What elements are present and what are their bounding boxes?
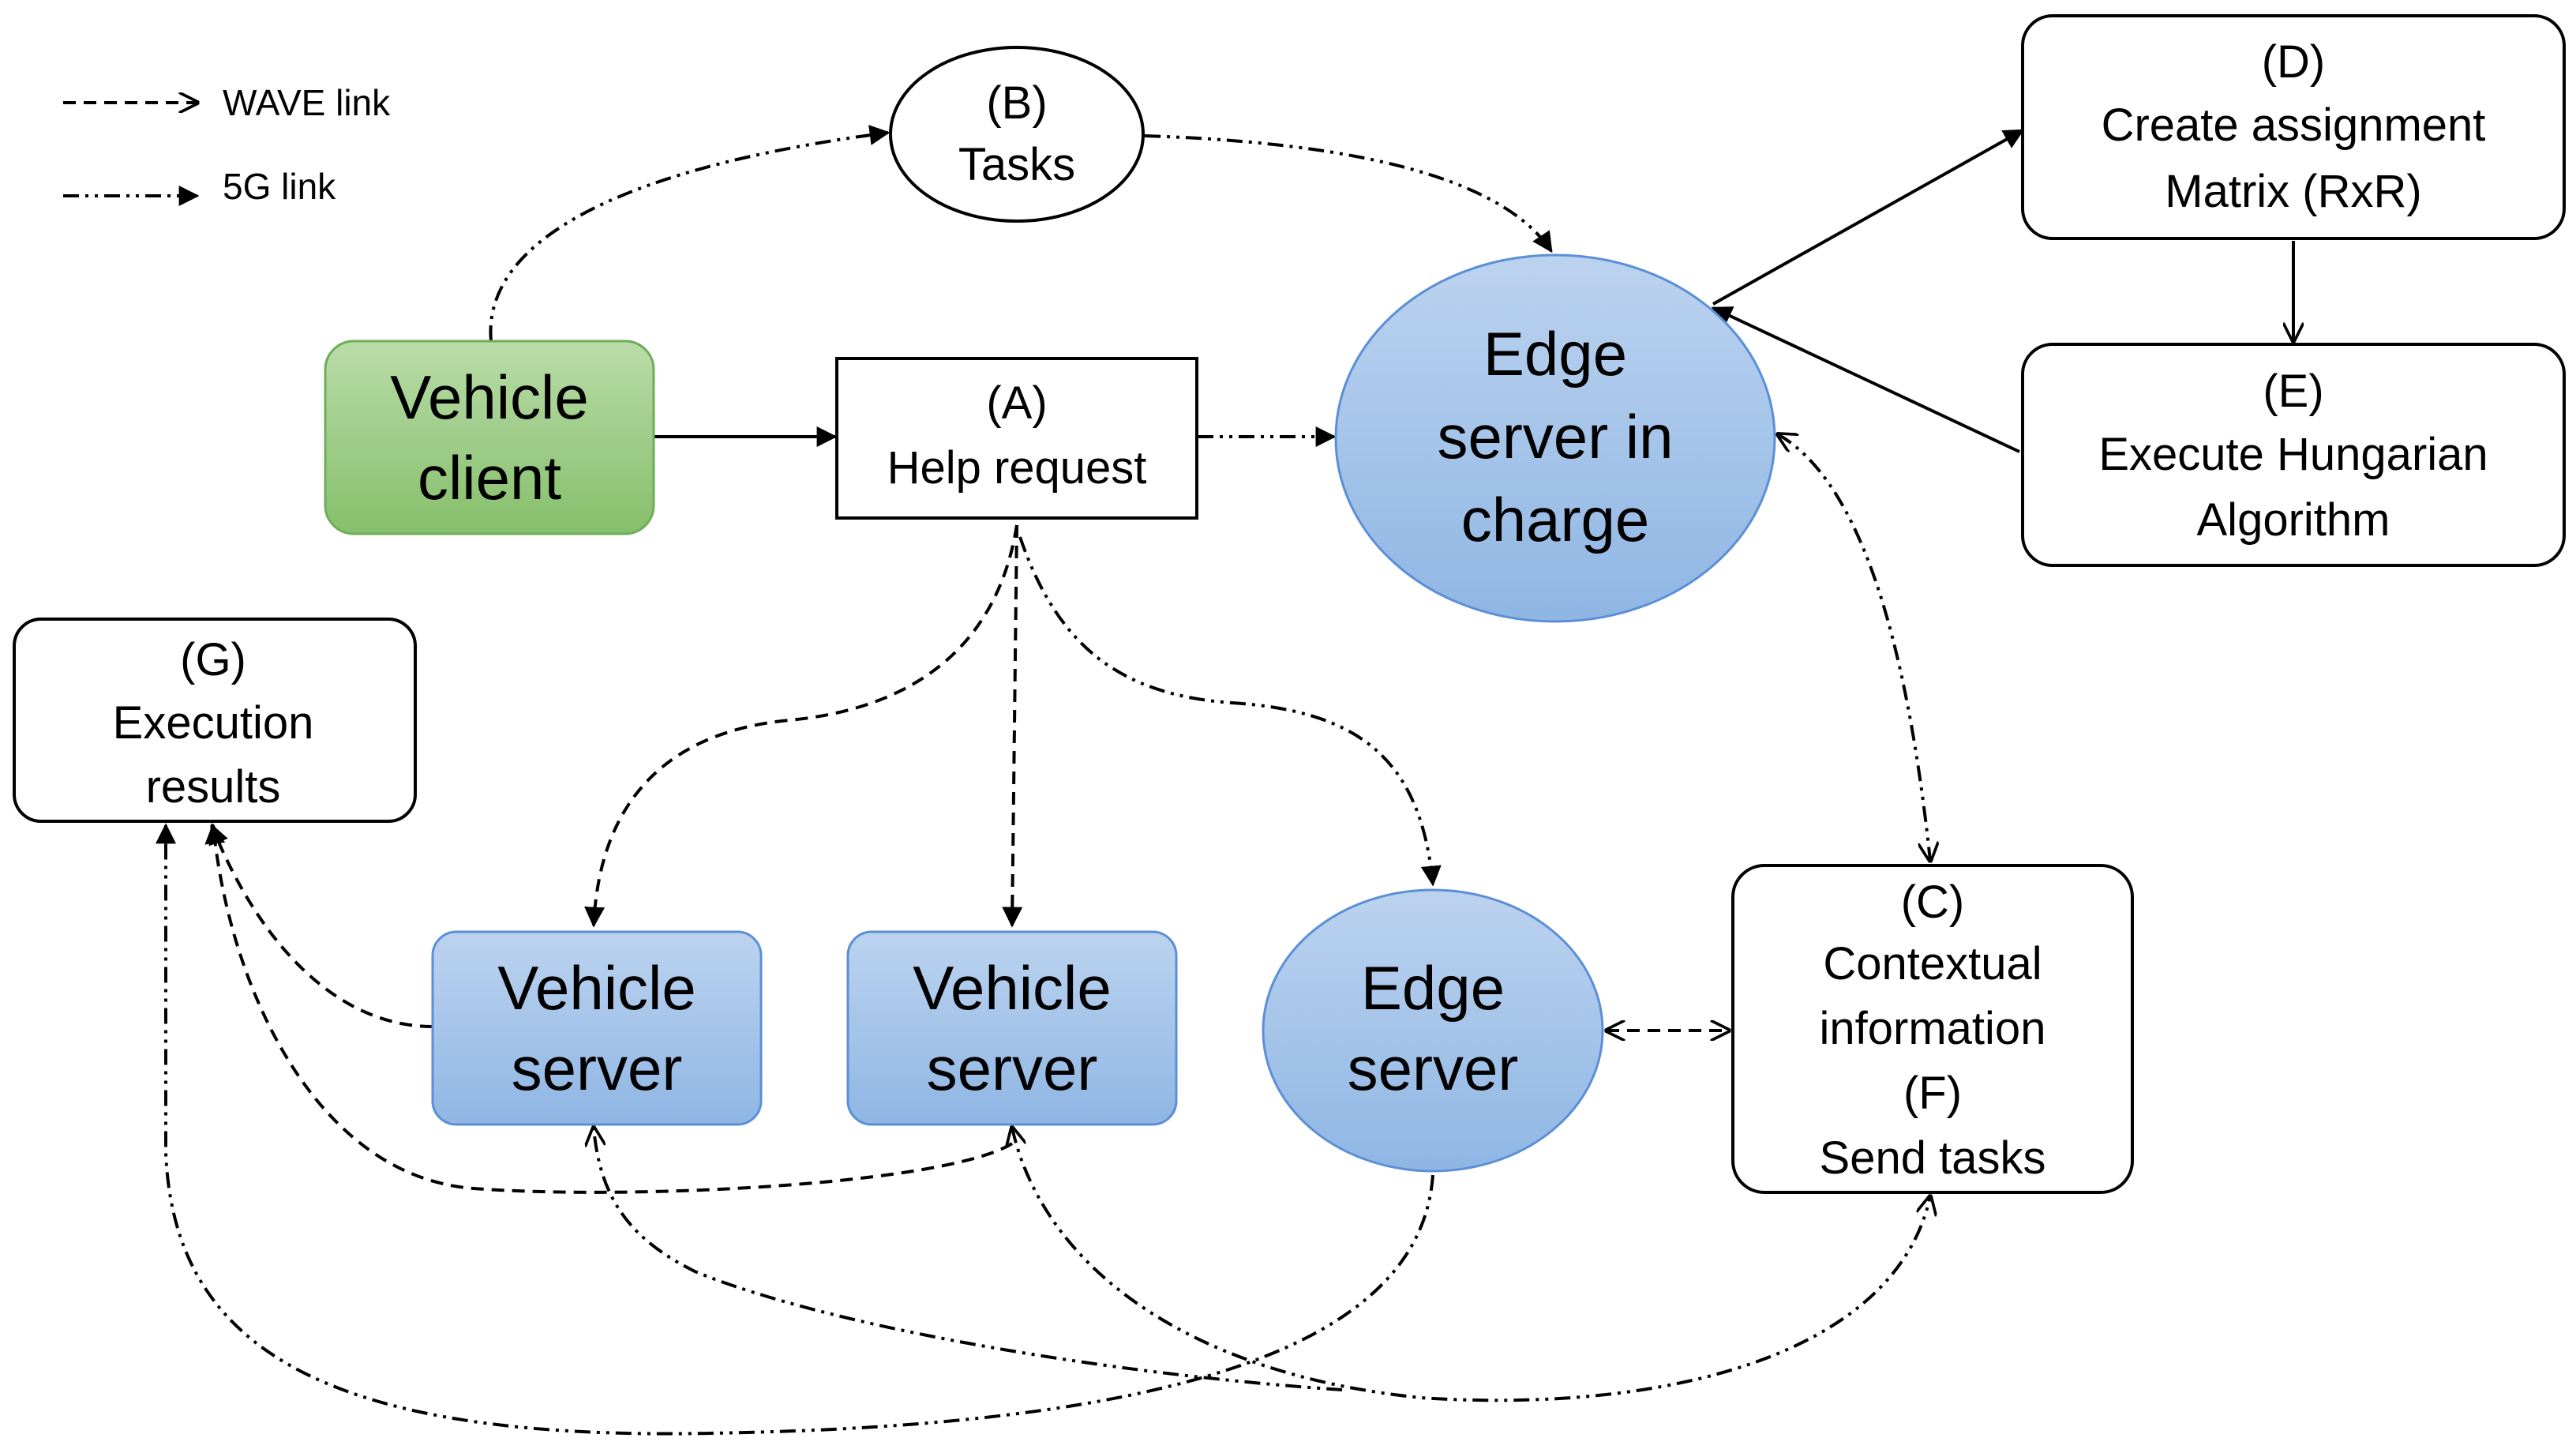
edge-in-charge-line1: Edge xyxy=(1483,319,1627,389)
help-request-box xyxy=(835,357,1198,520)
vehicle-server-1-line1: Vehicle xyxy=(497,953,696,1023)
link-vs1-to-results xyxy=(208,823,433,1028)
edge-in-charge-line3: charge xyxy=(1461,485,1650,554)
create-matrix-box xyxy=(2021,14,2566,240)
vehicle-client-node: Vehicle client xyxy=(324,340,655,535)
vehicle-server-1-line2: server xyxy=(512,1034,683,1103)
help-request-code: (A) xyxy=(986,377,1047,429)
vehicle-client-line1: Vehicle xyxy=(390,362,589,432)
link-vs2-to-results xyxy=(204,823,1014,1194)
legend-wave-label: WAVE link xyxy=(223,82,391,123)
create-matrix-node: (D) Create assignment Matrix (RxR) xyxy=(2021,14,2566,240)
contextual-box xyxy=(1731,864,2134,1194)
link-tasks-to-edge xyxy=(1144,134,1553,253)
link-edge-to-contextual xyxy=(1778,434,1930,861)
edge-server-line2: server xyxy=(1348,1034,1519,1103)
contextual-node: (C) Contextual information (F) Send task… xyxy=(1731,864,2134,1194)
execution-results-code: (G) xyxy=(180,634,246,685)
help-request-node: (A) Help request xyxy=(835,357,1198,520)
help-request-label: Help request xyxy=(887,442,1147,494)
vehicle-server-1-node: Vehicle server xyxy=(431,930,763,1126)
vehicle-server-1-box xyxy=(431,930,763,1126)
contextual-line3: information xyxy=(1820,1003,2046,1054)
tasks-code: (B) xyxy=(986,77,1047,129)
tasks-label: Tasks xyxy=(958,139,1075,190)
link-hungarian-to-edge xyxy=(1711,306,2020,453)
edge-in-charge-ellipse xyxy=(1334,253,1776,623)
vehicle-server-2-line1: Vehicle xyxy=(913,953,1112,1023)
contextual-code-f: (F) xyxy=(1903,1068,1962,1119)
link-help-to-edge-server xyxy=(1018,536,1442,887)
vehicle-server-2-line2: server xyxy=(927,1034,1098,1103)
link-edge-to-matrix xyxy=(1712,129,2025,306)
vehicle-server-2-box xyxy=(846,930,1178,1126)
execution-results-box xyxy=(13,618,417,823)
execution-results-node: (G) Execution results xyxy=(13,618,417,823)
edge-in-charge-line2: server in xyxy=(1437,402,1673,471)
vehicle-client-line2: client xyxy=(418,443,561,512)
create-matrix-code: (D) xyxy=(2262,36,2326,88)
tasks-ellipse xyxy=(889,46,1145,223)
contextual-line2: Contextual xyxy=(1823,938,2042,989)
edge-in-charge-node: Edge server in charge xyxy=(1334,253,1776,623)
link-help-to-vs2 xyxy=(1002,524,1023,928)
edge-server-node: Edge server xyxy=(1262,888,1604,1173)
link-client-to-tasks xyxy=(489,125,891,342)
link-contextual-to-vs1 xyxy=(594,1128,1343,1391)
create-matrix-line3: Matrix (RxR) xyxy=(2165,166,2421,217)
link-edge-server-to-results xyxy=(156,823,1434,1436)
edge-server-line1: Edge xyxy=(1361,953,1505,1023)
hungarian-box xyxy=(2021,343,2566,567)
execution-results-line3: results xyxy=(146,761,281,813)
hungarian-line3: Algorithm xyxy=(2197,494,2390,546)
create-matrix-line2: Create assignment xyxy=(2102,99,2486,151)
link-help-to-vs1 xyxy=(584,524,1018,928)
vehicle-client-box xyxy=(324,340,655,535)
connectors xyxy=(156,125,2293,1436)
hungarian-line2: Execute Hungarian xyxy=(2098,429,2488,480)
hungarian-node: (E) Execute Hungarian Algorithm xyxy=(2021,343,2566,567)
execution-results-line2: Execution xyxy=(113,697,314,749)
legend-5g-label: 5G link xyxy=(223,166,336,207)
hungarian-code: (E) xyxy=(2263,366,2323,417)
vehicle-server-2-node: Vehicle server xyxy=(846,930,1178,1126)
contextual-code-c: (C) xyxy=(1901,877,1965,928)
legend: WAVE link 5G link xyxy=(63,82,391,207)
tasks-node: (B) Tasks xyxy=(889,46,1145,223)
contextual-line5: Send tasks xyxy=(1820,1132,2046,1184)
edge-server-ellipse xyxy=(1262,888,1604,1173)
